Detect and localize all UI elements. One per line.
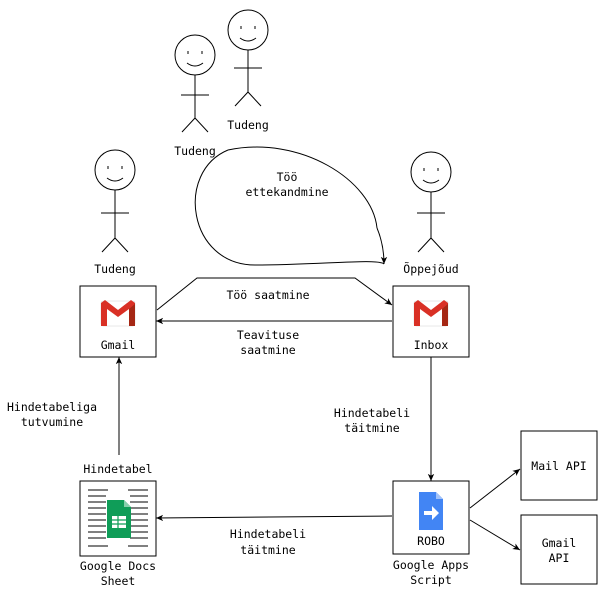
gmail-icon [100,300,136,327]
submission-curve-upper [227,146,378,229]
inbox-box: Inbox [392,285,470,358]
edge-label-fill-sheet: täitmine [240,543,295,557]
submission-curve [194,149,385,266]
gmail-api-box: Gmail API [520,514,598,585]
google-sheets-icon [107,500,131,538]
fill-sheet-arrow [155,514,393,522]
mail-api-box: Mail API [520,430,598,501]
edge-label-fill-table: Hindetabeli [334,406,410,420]
edge-label-fill-sheet: Hindetabeli [230,527,306,541]
sheet-name: Sheet [101,574,136,588]
gmail-api-arrow [469,519,521,551]
actor-label-teacher: Õppejõud [403,261,458,276]
sheet-title: Hindetabel [83,462,152,476]
sheet-name: Google Docs [80,559,156,573]
box-label-robo: ROBO [417,534,445,548]
edge-label-notify: Teavituse [237,328,299,342]
student-actor-back-left [174,34,216,133]
chip-pins [88,489,148,547]
actor-label-student: Tudeng [94,262,136,276]
gmail-icon [413,300,449,327]
script-name: Script [410,573,452,587]
actor-label-student: Tudeng [227,118,269,132]
edge-label-review: Hindetabeliga [7,400,97,414]
robo-box: ROBO [392,480,470,555]
send-work-arrow [156,277,393,311]
box-label-gmail-api: Gmail [542,536,577,550]
mail-api-arrow [469,468,521,509]
box-label-gmail-api: API [549,551,570,565]
edge-label-review: tutvumine [21,415,83,429]
student-actor-left [94,149,136,253]
box-label-mail-api: Mail API [531,459,586,473]
student-actor-back-right [227,9,269,107]
box-label-inbox: Inbox [414,338,449,352]
teacher-actor [410,151,452,253]
edge-label-send-work: Töö saatmine [226,288,309,302]
box-label-gmail: Gmail [101,338,136,352]
google-sheet-box [79,480,157,557]
edge-label-notify: saatmine [240,343,295,357]
script-name: Google Apps [393,558,469,572]
apps-script-icon [419,492,443,530]
edge-label-submission: ettekandmine [245,185,328,199]
edge-label-fill-table: täitmine [344,421,399,435]
submission-curve-end [376,227,388,265]
gmail-box: Gmail [79,285,157,358]
actor-label-student: Tudeng [174,144,216,158]
edge-label-submission: Töö [277,170,298,184]
